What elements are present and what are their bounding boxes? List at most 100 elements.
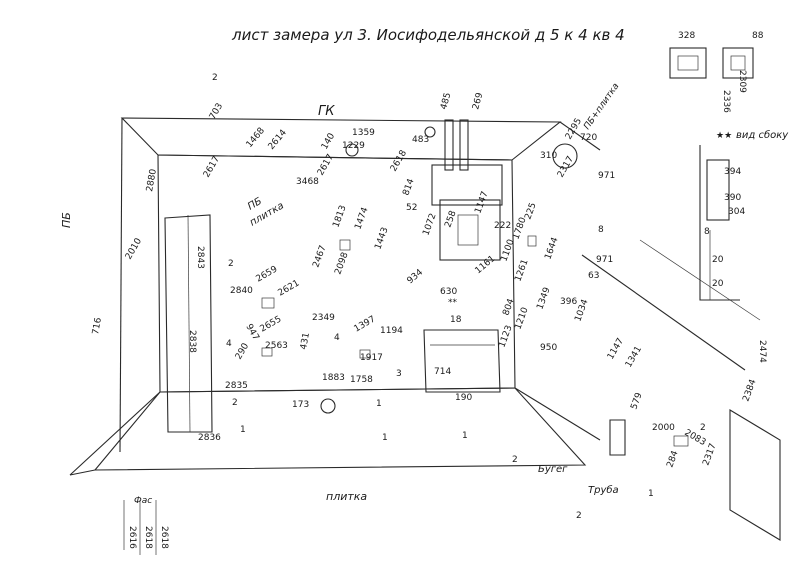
svg-text:1758: 1758: [350, 375, 373, 385]
svg-text:190: 190: [455, 393, 472, 403]
svg-text:20: 20: [712, 255, 724, 265]
svg-text:1194: 1194: [380, 326, 403, 336]
svg-text:2349: 2349: [312, 313, 335, 323]
svg-text:2474: 2474: [757, 340, 767, 363]
label-right-wall: ПБ+плитка: [582, 82, 621, 132]
svg-text:2618: 2618: [143, 526, 153, 549]
svg-text:20: 20: [712, 279, 724, 289]
room-outline: [69, 117, 761, 476]
svg-text:579: 579: [629, 391, 644, 411]
dimension-labels: 703 3468 1468 2614 2617 1359 1229 140 26…: [91, 31, 767, 549]
svg-text:1813: 1813: [331, 204, 348, 229]
svg-text:2: 2: [228, 259, 234, 269]
svg-text:630: 630: [440, 287, 457, 297]
svg-text:1147: 1147: [606, 337, 626, 362]
svg-text:2: 2: [212, 73, 218, 83]
svg-text:2617: 2617: [316, 153, 336, 178]
svg-text:2621: 2621: [277, 278, 302, 298]
svg-text:1072: 1072: [421, 212, 438, 237]
svg-text:485: 485: [439, 92, 453, 111]
pipe-cluster: [431, 119, 503, 261]
label-double-star: **: [448, 298, 458, 308]
svg-text:971: 971: [598, 171, 615, 181]
svg-text:2384: 2384: [741, 378, 758, 403]
lamp-center: [320, 398, 336, 414]
svg-text:1359: 1359: [352, 128, 375, 138]
svg-text:2616: 2616: [127, 526, 137, 549]
sheet-title: лист замера ул 3. Иосифодельянской д 5 к…: [231, 26, 625, 44]
svg-text:1123: 1123: [497, 324, 514, 349]
svg-text:714: 714: [434, 367, 451, 377]
svg-text:814: 814: [401, 177, 416, 197]
svg-text:8: 8: [598, 225, 604, 235]
svg-text:2: 2: [576, 511, 582, 521]
label-ceiling: ГК: [318, 104, 335, 119]
svg-text:2618: 2618: [389, 148, 409, 173]
label-floor: плитка: [326, 490, 367, 503]
svg-text:2: 2: [512, 455, 518, 465]
svg-text:1: 1: [648, 489, 654, 499]
svg-text:88: 88: [752, 31, 764, 41]
label-boiler: Бугег: [538, 464, 568, 475]
svg-text:971: 971: [596, 255, 613, 265]
svg-text:269: 269: [471, 91, 485, 110]
lamp-left: [345, 143, 359, 157]
svg-text:1161: 1161: [474, 254, 498, 276]
tile-marks: 1 1 1 1 1 2 2 2 2 2 2 3 4 4 8 8: [212, 73, 710, 521]
svg-text:3468: 3468: [296, 177, 319, 187]
svg-text:483: 483: [412, 135, 429, 145]
svg-text:328: 328: [678, 31, 695, 41]
svg-text:18: 18: [450, 315, 462, 325]
svg-text:2880: 2880: [145, 168, 159, 193]
svg-text:2: 2: [232, 398, 238, 408]
svg-text:63: 63: [588, 271, 599, 281]
svg-text:2317: 2317: [701, 442, 718, 467]
svg-text:4: 4: [334, 333, 340, 343]
svg-text:2000: 2000: [652, 423, 675, 433]
fac-lines: [123, 500, 157, 555]
svg-text:2659: 2659: [255, 264, 280, 284]
label-fac: Фас: [134, 496, 152, 506]
svg-text:222: 222: [494, 221, 511, 231]
svg-text:290: 290: [234, 341, 251, 361]
left-niche: [164, 214, 213, 433]
svg-text:1644: 1644: [543, 236, 560, 261]
svg-text:394: 394: [724, 167, 741, 177]
svg-text:1468: 1468: [245, 126, 268, 150]
svg-text:2467: 2467: [311, 244, 328, 269]
svg-text:1397: 1397: [353, 314, 378, 334]
floor-box: [423, 329, 501, 393]
svg-text:1210: 1210: [513, 306, 530, 331]
svg-text:2843: 2843: [195, 246, 205, 269]
lamp-right: [424, 126, 436, 138]
svg-text:1341: 1341: [624, 345, 644, 370]
svg-text:1: 1: [462, 431, 468, 441]
svg-text:2655: 2655: [259, 314, 284, 334]
svg-text:2838: 2838: [187, 330, 197, 353]
svg-text:431: 431: [299, 332, 312, 351]
svg-text:258: 258: [443, 209, 458, 229]
swatch-boxes: [669, 47, 754, 79]
svg-text:396: 396: [560, 297, 577, 307]
svg-text:2617: 2617: [202, 155, 222, 180]
svg-text:2098: 2098: [333, 251, 350, 276]
svg-text:1: 1: [382, 433, 388, 443]
svg-text:284: 284: [665, 449, 680, 469]
svg-text:1: 1: [376, 399, 382, 409]
svg-text:304: 304: [728, 207, 745, 217]
svg-text:1349: 1349: [535, 286, 552, 311]
svg-text:390: 390: [724, 193, 741, 203]
right-lower-unit: [609, 409, 781, 541]
svg-text:934: 934: [406, 267, 426, 286]
sockets: [261, 235, 689, 447]
round-fixture: [552, 143, 578, 169]
svg-text:2: 2: [700, 423, 706, 433]
svg-text:1443: 1443: [373, 226, 390, 251]
svg-text:2563: 2563: [265, 341, 288, 351]
label-side-view: вид сбоку: [736, 129, 789, 141]
label-left-wall: ПБ: [60, 212, 73, 228]
svg-text:2840: 2840: [230, 286, 253, 296]
svg-text:173: 173: [292, 400, 309, 410]
svg-text:2835: 2835: [225, 381, 248, 391]
